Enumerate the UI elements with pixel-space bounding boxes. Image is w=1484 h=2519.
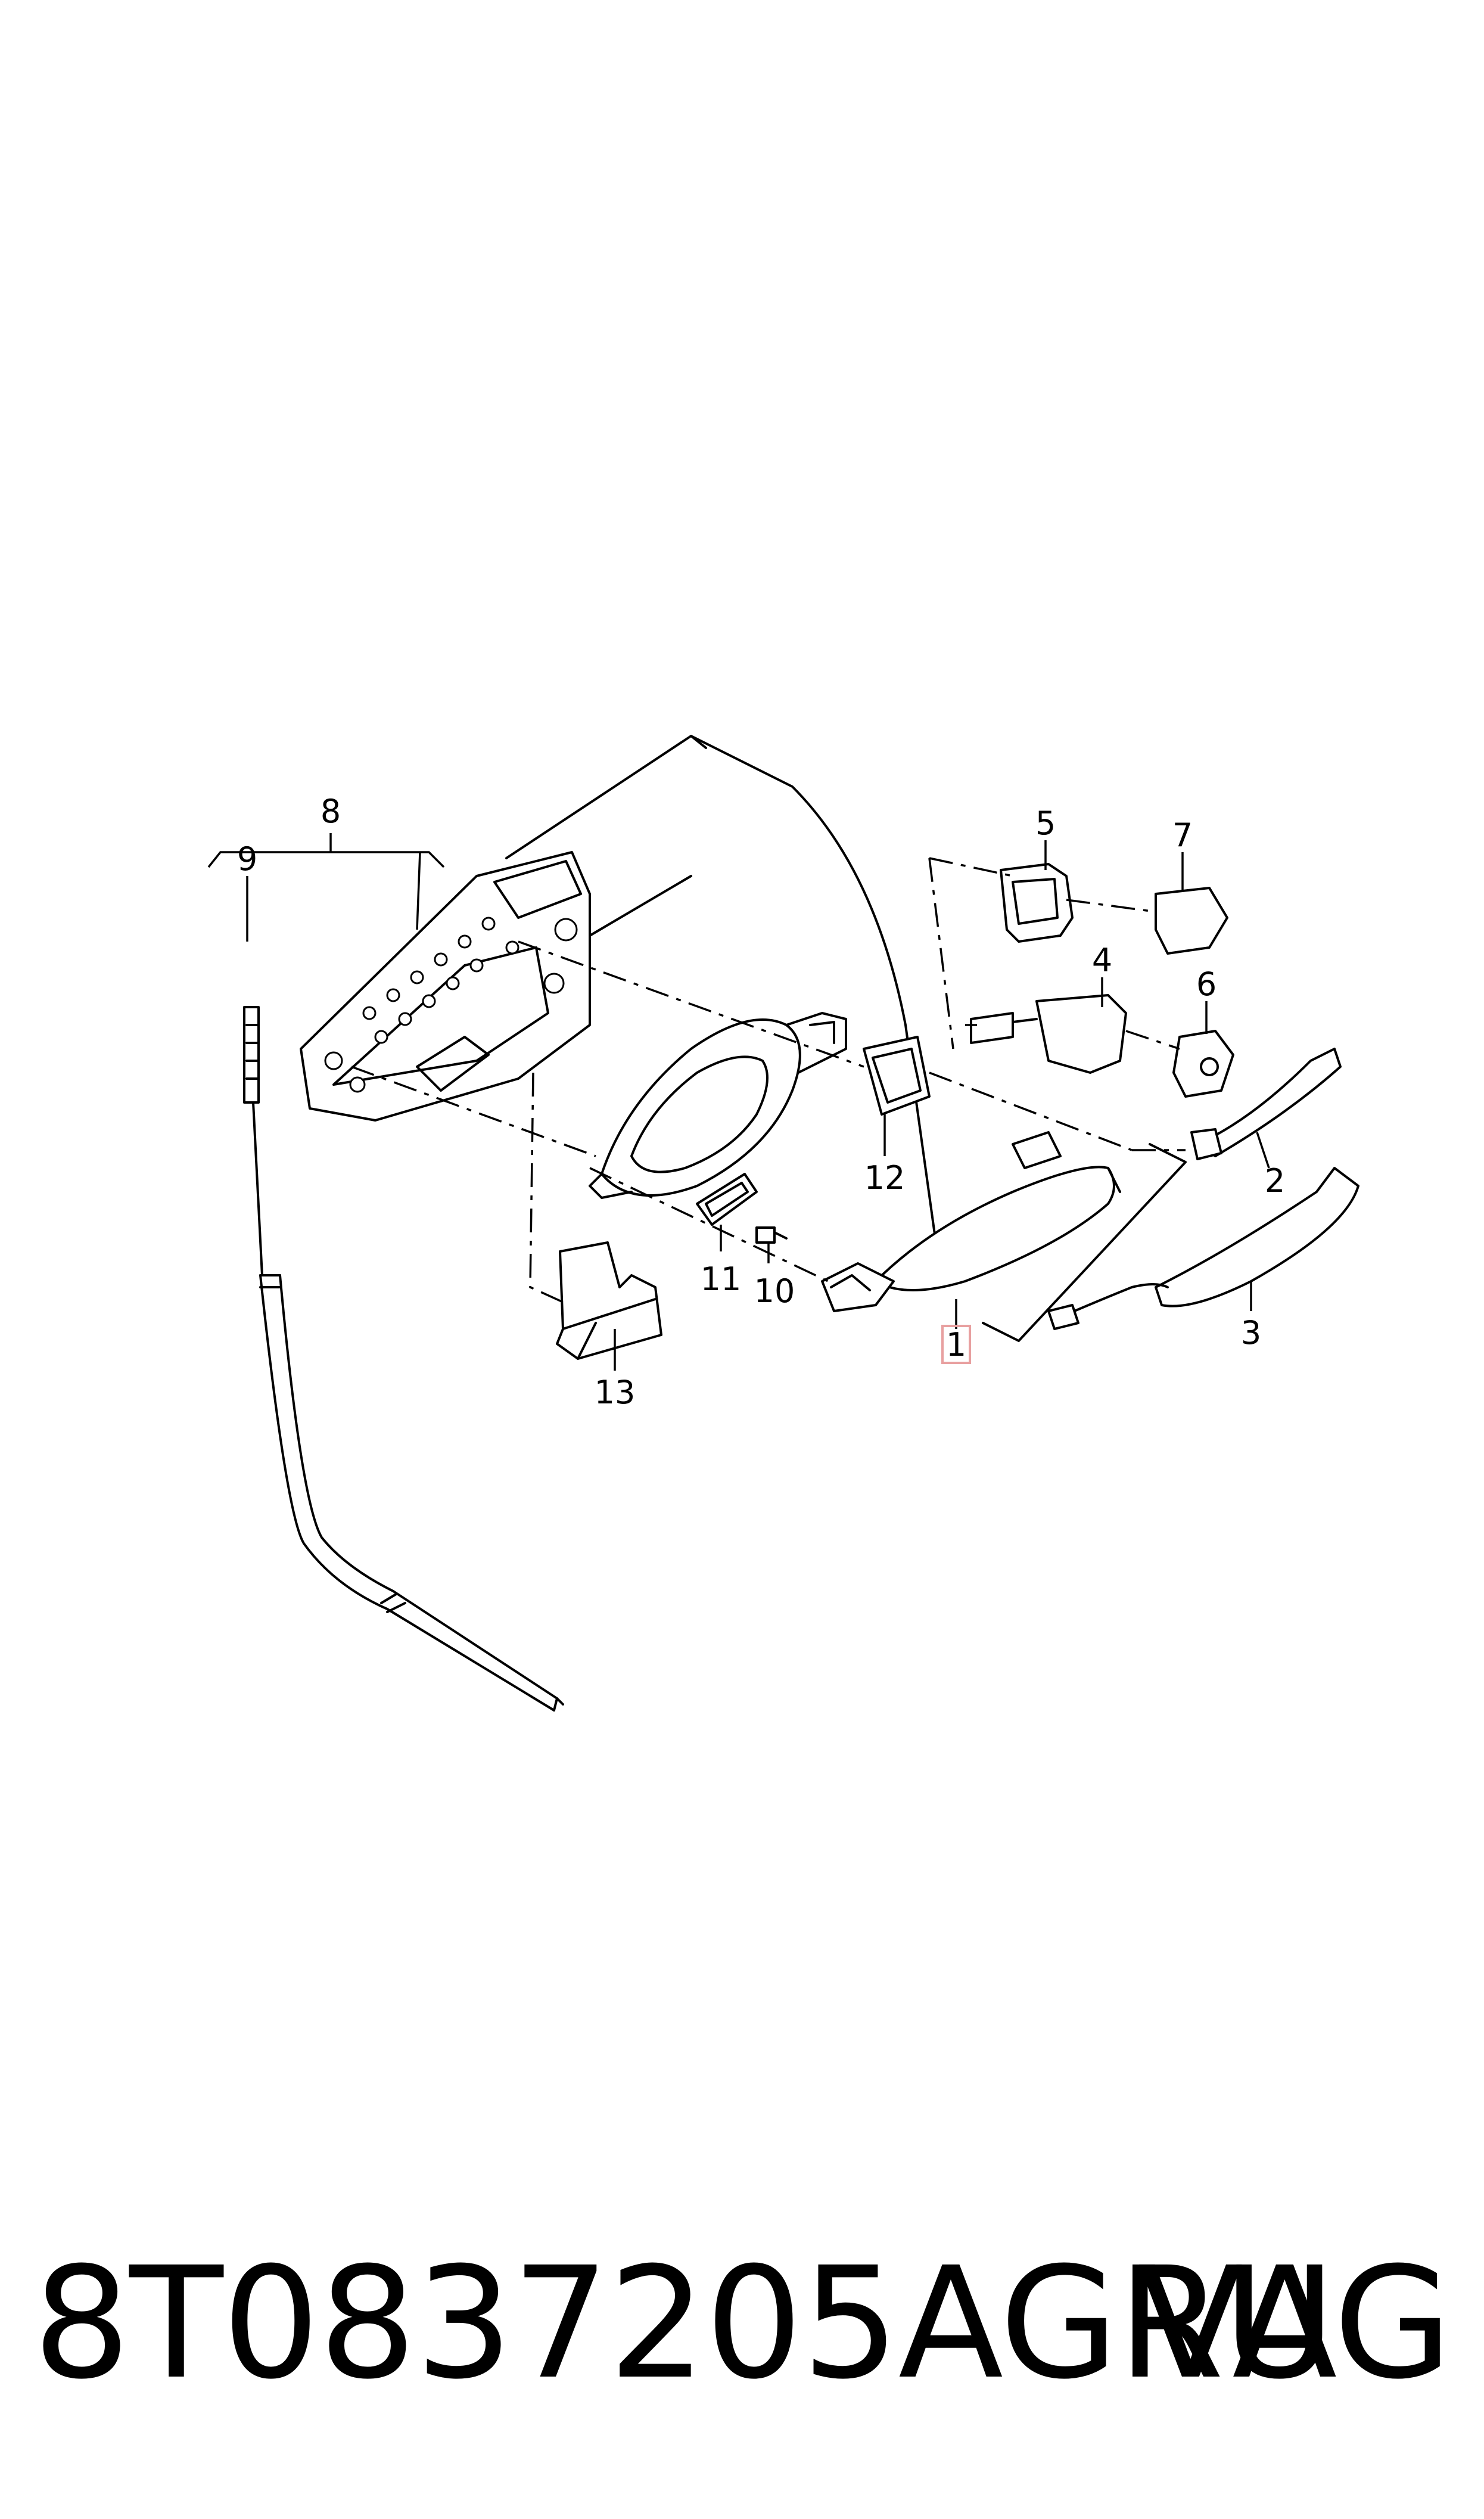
bowden-cable — [243, 1006, 564, 1712]
assembly-lines — [351, 857, 1186, 1303]
callout-3: 3 — [1241, 1314, 1261, 1352]
cover-cap-13 — [556, 1241, 662, 1360]
cap-6 — [1172, 1030, 1234, 1098]
callout-4: 4 — [1092, 942, 1112, 979]
lock-cylinder-housing-5 — [1000, 863, 1074, 943]
callout-5: 5 — [1035, 805, 1056, 842]
callout-7: 7 — [1172, 816, 1193, 854]
screw-10 — [755, 1226, 788, 1244]
callout-13: 13 — [595, 1374, 636, 1411]
gasket-11 — [696, 1173, 758, 1226]
callout-1: 1 — [946, 1326, 966, 1363]
callout-labels: 8 9 5 7 4 6 2 12 11 10 1 3 13 — [237, 793, 1285, 1411]
seal-12 — [863, 1036, 931, 1116]
lock-cylinder-4 — [970, 994, 1127, 1074]
lock-mechanism-holes — [324, 917, 578, 1093]
trim-strip-2 — [1190, 1048, 1342, 1160]
leader-lines — [207, 833, 1270, 1371]
handle-cover-3 — [1047, 1167, 1359, 1330]
callout-9: 9 — [237, 840, 257, 878]
callout-10: 10 — [754, 1272, 795, 1310]
callout-12: 12 — [864, 1159, 906, 1197]
door-handle-1 — [821, 1131, 1121, 1312]
callout-6: 6 — [1196, 965, 1217, 1003]
lock-mechanism — [300, 851, 591, 1122]
callout-11: 11 — [701, 1260, 742, 1298]
handle-bracket — [589, 1012, 847, 1199]
callout-2: 2 — [1265, 1162, 1285, 1200]
cap-7 — [1155, 887, 1228, 955]
callout-1-highlight — [941, 1325, 971, 1364]
part-number-label: 8T0837205AGRU — [33, 2234, 1336, 2413]
callout-8: 8 — [321, 793, 341, 830]
brand-label: VAG — [1138, 2234, 1452, 2413]
handle-assembly-plate — [982, 1143, 1187, 1342]
